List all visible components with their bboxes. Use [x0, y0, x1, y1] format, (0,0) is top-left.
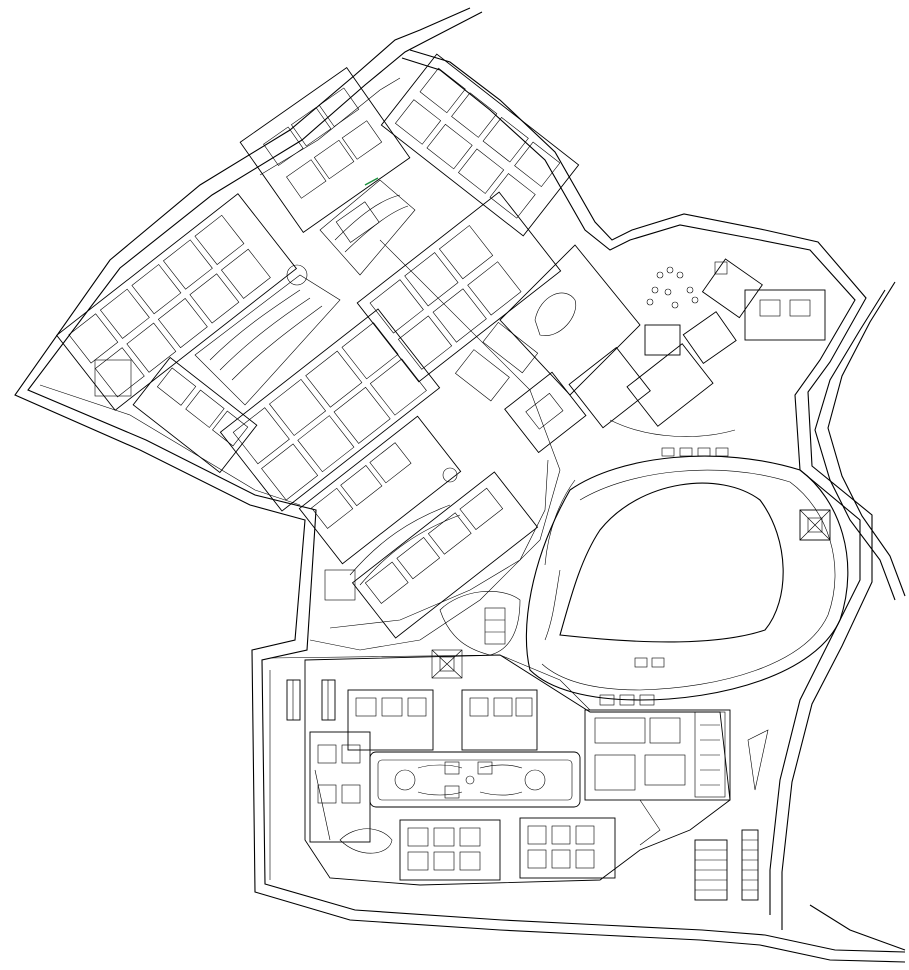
site-boundary [14, 7, 906, 963]
clubhouse [584, 709, 731, 846]
residential-block-south [298, 415, 539, 639]
landscape-court-2 [319, 177, 416, 276]
residential-block-north-west-row [239, 67, 411, 233]
landscape-court-3 [349, 467, 461, 586]
central-mall-spine [369, 751, 581, 808]
residential-block-centre-east [356, 191, 562, 383]
internal-roads [39, 77, 591, 711]
residential-block-centre [219, 308, 441, 512]
residential-block-south-west-small [132, 356, 258, 474]
residential-block-north-east-row [380, 53, 580, 237]
central-park-lake [525, 447, 849, 706]
seating-clusters [646, 266, 699, 309]
eastern-plaza [455, 244, 641, 454]
southern-compound [269, 649, 769, 901]
pavilion-west [439, 590, 521, 656]
residential-block-west [56, 193, 298, 411]
landscape-court-1 [194, 264, 341, 406]
north-east-cluster [568, 258, 826, 437]
